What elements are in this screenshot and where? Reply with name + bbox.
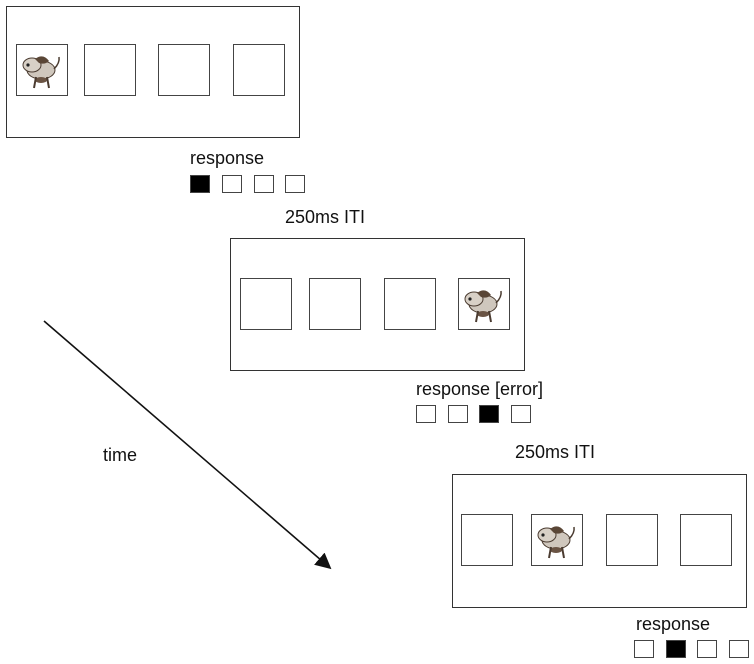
trial-2-iti-label: 250ms ITI xyxy=(285,207,366,227)
trial-3-screen xyxy=(452,474,747,608)
trial-3-response-key-3 xyxy=(697,640,717,658)
dog-icon xyxy=(22,56,60,89)
trial-1-response-key-4 xyxy=(285,175,305,193)
trial-3-location-1 xyxy=(461,514,513,566)
trial-2-location-1 xyxy=(240,278,292,330)
trial-2-screen xyxy=(230,238,525,371)
time-label: time xyxy=(103,445,138,465)
trial-1-response-key-1 xyxy=(190,175,210,193)
trial-1-location-3 xyxy=(158,44,210,96)
trial-3-location-3 xyxy=(606,514,658,566)
trial-3-response-key-2 xyxy=(666,640,686,658)
trial-1-screen xyxy=(6,6,300,138)
trial-1-response-label: response xyxy=(190,148,265,168)
trial-2-location-3 xyxy=(384,278,436,330)
trial-1-response-key-3 xyxy=(254,175,274,193)
trial-3-location-4 xyxy=(680,514,732,566)
trial-1-response-key-2 xyxy=(222,175,242,193)
trial-2-response-key-1 xyxy=(416,405,436,423)
dog-icon xyxy=(464,290,502,323)
trial-3-response-key-1 xyxy=(634,640,654,658)
trial-3-iti-label: 250ms ITI xyxy=(515,442,596,462)
dog-icon xyxy=(537,526,575,559)
trial-2-response-key-2 xyxy=(448,405,468,423)
trial-2-location-4 xyxy=(458,278,510,330)
trial-3-response-label: response xyxy=(636,614,711,634)
trial-2-location-2 xyxy=(309,278,361,330)
trial-2-response-key-4 xyxy=(511,405,531,423)
trial-3-location-2 xyxy=(531,514,583,566)
trial-3-response-key-4 xyxy=(729,640,749,658)
trial-1-location-2 xyxy=(84,44,136,96)
trial-1-location-4 xyxy=(233,44,285,96)
trial-2-response-label: response [error] xyxy=(416,379,544,399)
trial-1-location-1 xyxy=(16,44,68,96)
trial-2-response-key-3 xyxy=(479,405,499,423)
